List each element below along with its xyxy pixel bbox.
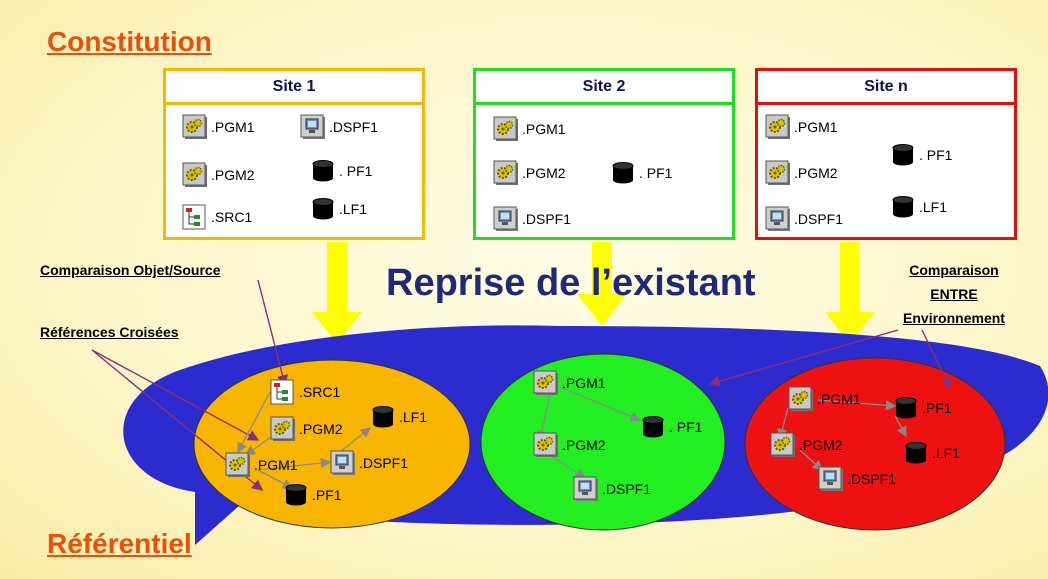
siten-item: . PF1 bbox=[890, 142, 952, 168]
env2-item: .DSPF1 bbox=[573, 476, 651, 502]
env3-item: .LF1 bbox=[903, 440, 960, 466]
program-gear-icon bbox=[765, 160, 791, 186]
site2-item: .PGM2 bbox=[493, 160, 566, 186]
flow-arrow-site2 bbox=[577, 242, 627, 326]
site-2-title: Site 2 bbox=[476, 71, 732, 105]
display-file-icon bbox=[300, 114, 326, 140]
site-n-panel: Site n bbox=[755, 68, 1017, 240]
heading-referentiel: Référentiel bbox=[47, 528, 192, 559]
site2-item: .DSPF1 bbox=[493, 206, 571, 232]
env3-item: .PF1 bbox=[893, 395, 952, 421]
env-ellipse-2 bbox=[480, 353, 726, 531]
display-file-icon bbox=[330, 450, 356, 476]
env1-item: .PGM2 bbox=[270, 416, 343, 442]
site1-item: .PGM2 bbox=[182, 162, 255, 188]
database-cylinder-icon bbox=[370, 404, 396, 430]
siten-item: .DSPF1 bbox=[765, 206, 843, 232]
database-cylinder-icon bbox=[903, 440, 929, 466]
program-gear-icon bbox=[788, 386, 814, 412]
env3-item: .DSPF1 bbox=[818, 466, 896, 492]
source-tree-icon bbox=[182, 204, 208, 230]
env1-item: .PGM1 bbox=[225, 452, 298, 478]
siten-item: .PGM1 bbox=[765, 114, 838, 140]
database-cylinder-icon bbox=[283, 482, 309, 508]
flow-arrow-site1 bbox=[312, 242, 362, 344]
program-gear-icon bbox=[270, 416, 296, 442]
program-gear-icon bbox=[533, 370, 559, 396]
source-tree-icon bbox=[270, 379, 296, 405]
env1-item: .SRC1 bbox=[270, 379, 340, 405]
display-file-icon bbox=[493, 206, 519, 232]
site1-item: .PGM1 bbox=[182, 114, 255, 140]
program-gear-icon bbox=[493, 160, 519, 186]
program-gear-icon bbox=[765, 114, 791, 140]
note-comparaison-objet-source: Comparaison Objet/Source bbox=[40, 262, 221, 278]
note-comparaison-entre-environnement: Comparaison ENTRE Environnement bbox=[884, 258, 1024, 330]
site-1-panel: Site 1 bbox=[163, 68, 425, 240]
site2-item: . PF1 bbox=[610, 160, 672, 186]
database-cylinder-icon bbox=[890, 142, 916, 168]
database-cylinder-icon bbox=[640, 414, 666, 440]
env3-item: .PGM1 bbox=[788, 386, 861, 412]
note-line-3: Environnement bbox=[903, 310, 1005, 326]
flow-arrow-site3 bbox=[825, 242, 875, 344]
program-gear-icon bbox=[770, 432, 796, 458]
program-gear-icon bbox=[493, 116, 519, 142]
site-1-title: Site 1 bbox=[166, 71, 422, 105]
program-gear-icon bbox=[182, 162, 208, 188]
env2-item: .PGM1 bbox=[533, 370, 606, 396]
env1-item: .LF1 bbox=[370, 404, 427, 430]
program-gear-icon bbox=[182, 114, 208, 140]
site1-item: .LF1 bbox=[310, 196, 367, 222]
note-line-2: ENTRE bbox=[930, 286, 978, 302]
env2-item: .PGM2 bbox=[533, 432, 606, 458]
env1-item: .PF1 bbox=[283, 482, 342, 508]
env2-item: . PF1 bbox=[640, 414, 702, 440]
heading-constitution: Constitution bbox=[47, 26, 212, 57]
database-cylinder-icon bbox=[890, 194, 916, 220]
siten-item: .LF1 bbox=[890, 194, 947, 220]
display-file-icon bbox=[765, 206, 791, 232]
siten-item: .PGM2 bbox=[765, 160, 838, 186]
database-cylinder-icon bbox=[610, 160, 636, 186]
diagram-title: Reprise de l’existant bbox=[386, 262, 756, 304]
site1-item: . PF1 bbox=[310, 158, 372, 184]
program-gear-icon bbox=[225, 452, 251, 478]
database-cylinder-icon bbox=[310, 196, 336, 222]
env1-item: .DSPF1 bbox=[330, 450, 408, 476]
display-file-icon bbox=[573, 476, 599, 502]
database-cylinder-icon bbox=[893, 395, 919, 421]
site1-item: .DSPF1 bbox=[300, 114, 378, 140]
program-gear-icon bbox=[533, 432, 559, 458]
site1-item: .SRC1 bbox=[182, 204, 252, 230]
database-cylinder-icon bbox=[310, 158, 336, 184]
site-2-panel: Site 2 bbox=[473, 68, 735, 240]
site-n-title: Site n bbox=[758, 71, 1014, 105]
site2-item: .PGM1 bbox=[493, 116, 566, 142]
display-file-icon bbox=[818, 466, 844, 492]
env3-item: .PGM2 bbox=[770, 432, 843, 458]
note-references-croisees: Références Croisées bbox=[40, 324, 179, 340]
note-line-1: Comparaison bbox=[909, 262, 999, 278]
